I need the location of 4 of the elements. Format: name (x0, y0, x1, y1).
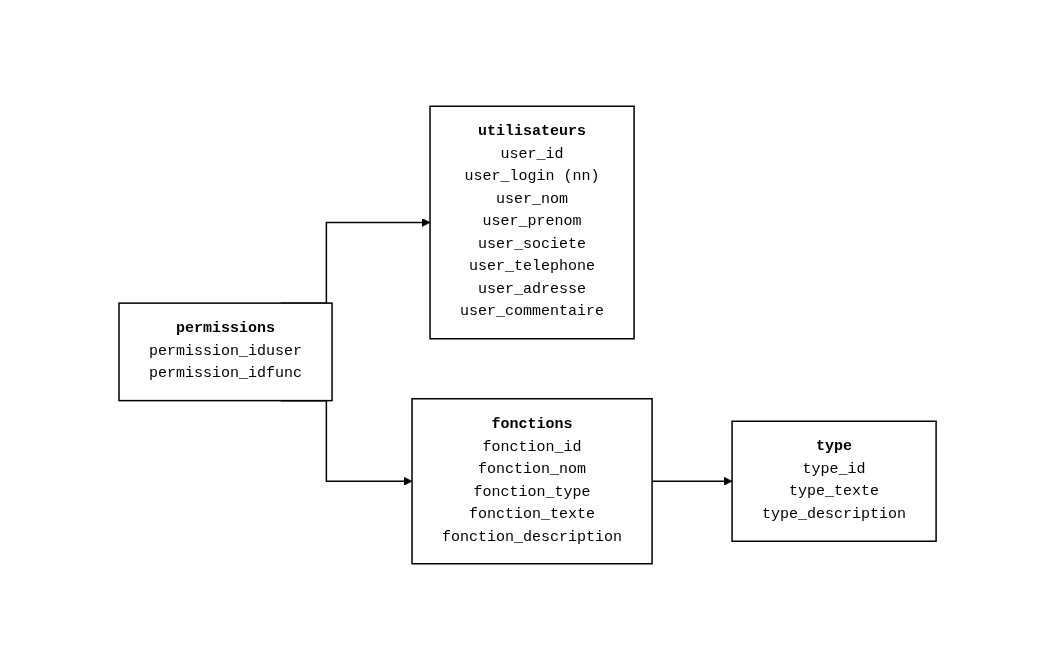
node-box: type type_id type_texte type_description (731, 420, 938, 542)
node-box: permissions permission_iduser permission_idfunc (118, 302, 334, 402)
node-box: utilisateurs user_id user_login (nn) user_nom user_prenom user_societe user_telephone user_adresse user_commentaire (429, 105, 636, 340)
node-box: fonctions fonction_id fonction_nom fonction_type fonction_texte fonction_description (411, 398, 654, 565)
